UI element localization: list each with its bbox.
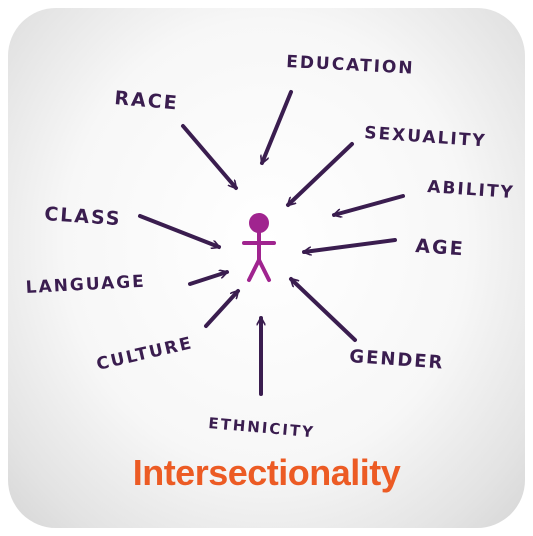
arrow-culture [204, 289, 240, 328]
label-age: AGE [415, 235, 466, 260]
arrow-age [302, 238, 397, 252]
label-gender: GENDER [349, 346, 445, 374]
arrow-ability [332, 194, 405, 215]
diagram-title: Intersectionality [132, 452, 401, 493]
label-sexuality: SEXUALITY [364, 123, 488, 151]
label-language: LANGUAGE [25, 272, 146, 298]
arrow-language [188, 272, 229, 286]
label-class: CLASS [44, 203, 123, 230]
arrow-gender [289, 277, 357, 342]
label-ability: ABILITY [427, 177, 516, 203]
label-culture: CULTURE [95, 333, 195, 375]
label-ethnicity: ETHNICITY [208, 414, 316, 441]
label-race: RACE [114, 87, 180, 115]
arrow-class [138, 214, 221, 247]
label-education: EDUCATION [286, 52, 415, 79]
arrow-sexuality [286, 142, 354, 207]
diagram-card [8, 8, 525, 528]
arrow-race [181, 124, 238, 190]
arrow-education [262, 90, 293, 165]
person-icon [242, 213, 276, 282]
